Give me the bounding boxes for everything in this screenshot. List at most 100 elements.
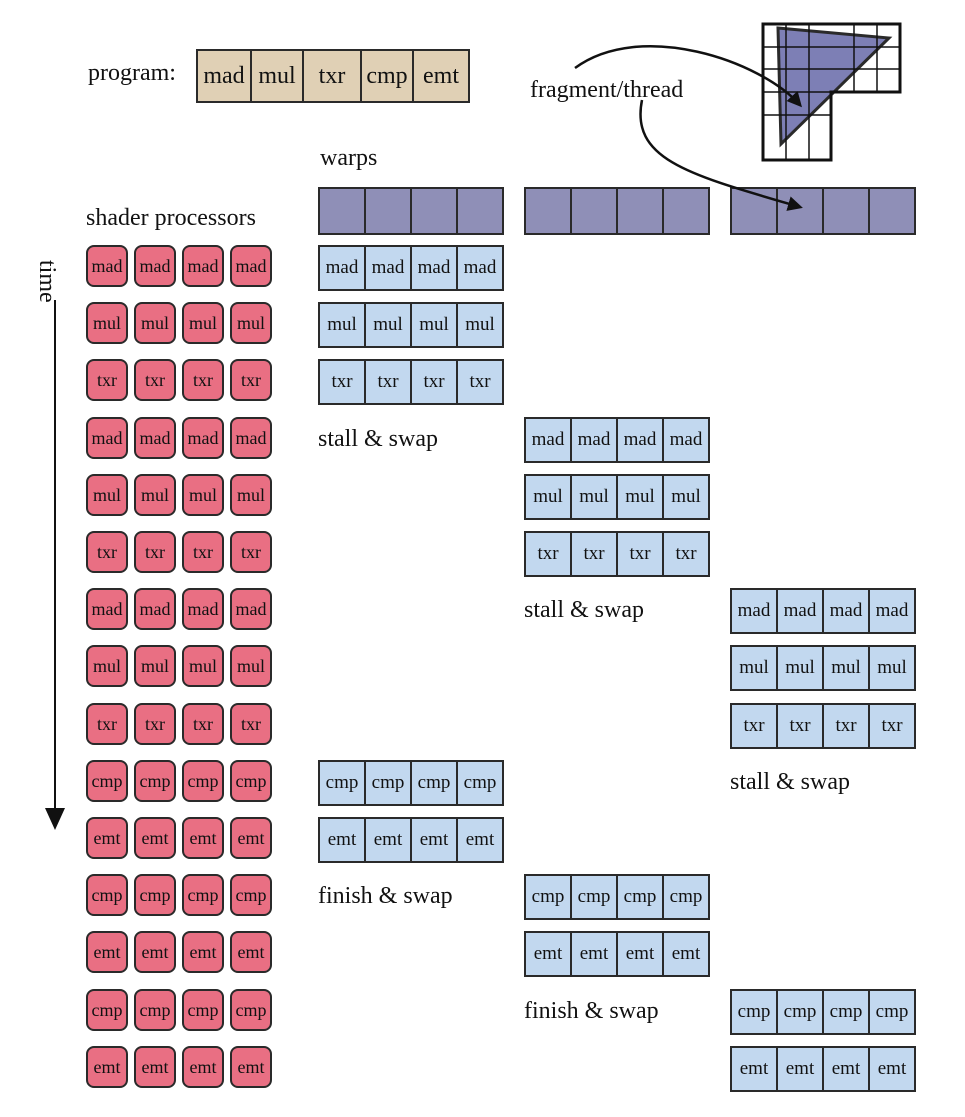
shader-processor: cmp [230, 759, 272, 802]
thread-instruction-cell: mul [671, 485, 701, 507]
shader-processor: emt [182, 817, 224, 859]
shader-processor: cmp [134, 759, 176, 802]
shader-processor: txr [86, 531, 128, 573]
thread-instruction-cell: cmp [618, 876, 664, 919]
shader-processor: cmp [86, 874, 128, 917]
thread-instruction-cell: mul [320, 304, 366, 347]
swap-event-label: finish & swap [524, 997, 659, 1024]
warps-label: warps [320, 145, 378, 171]
thread-instruction-cell: txr [469, 371, 491, 393]
thread-instruction-cell: emt [877, 1057, 907, 1079]
triangle-shape [776, 26, 893, 148]
shader-processor: emt [230, 931, 272, 974]
shader-processor: emt [230, 1045, 272, 1088]
shader-processor: cmp [182, 988, 224, 1031]
shader-processor: cmp [86, 759, 128, 802]
fragment-thread-label: fragment/thread [530, 77, 684, 103]
swap-event-label: stall & swap [318, 425, 438, 452]
thread-instruction-cell: cmp [778, 990, 824, 1033]
pixel-grid-with-triangle [761, 22, 902, 162]
fragment-to-pixel-arrow [574, 45, 802, 108]
warp-thread-cell [778, 189, 824, 233]
thread-instruction-cell: txr [366, 361, 412, 404]
shader-processor: mul [182, 645, 224, 688]
fragment-to-thread-arrow [639, 99, 803, 211]
shader-processor: mul [134, 645, 176, 688]
shader-processor: mul [134, 302, 176, 345]
shader-processor: txr [134, 702, 176, 745]
program-op-cell: mad [198, 51, 252, 101]
thread-instruction-cell: mul [366, 304, 412, 347]
shader-processor: mul [86, 473, 128, 516]
shader-processor: cmp [230, 988, 272, 1031]
shader-processor: emt [182, 931, 224, 974]
warp-thread-cell [618, 189, 664, 233]
thread-instruction-cell: cmp [669, 886, 703, 908]
shader-processor: mad [182, 245, 224, 287]
thread-instruction-cell: mad [618, 418, 664, 461]
thread-instruction-cell: emt [526, 933, 572, 976]
shader-processor: emt [182, 1045, 224, 1088]
shader-processor: emt [134, 817, 176, 859]
thread-instruction-cell: mad [412, 247, 458, 289]
thread-instruction-cell: cmp [366, 761, 412, 804]
shader-processor: txr [134, 531, 176, 573]
thread-instruction-cell: cmp [824, 990, 870, 1033]
shader-processor: mad [230, 416, 272, 459]
warp-thread-cell [732, 189, 778, 233]
shader-processor: emt [134, 1045, 176, 1088]
shader-processor: mad [182, 588, 224, 631]
shader-processor: txr [182, 702, 224, 745]
shader-processor: emt [230, 817, 272, 859]
swap-event-label: stall & swap [524, 597, 644, 624]
thread-instruction-cell: mul [465, 314, 495, 336]
warp-thread-cell [320, 189, 366, 233]
shader-processor: mad [134, 588, 176, 631]
thread-instruction-cell: cmp [463, 771, 497, 793]
shader-processor: mad [134, 245, 176, 287]
shader-processor: mad [230, 588, 272, 631]
program-op-cell: emt [423, 63, 459, 89]
shader-processor: cmp [86, 988, 128, 1031]
shader-processor: txr [86, 359, 128, 402]
shader-processor: mul [182, 302, 224, 345]
shader-processor: mul [182, 473, 224, 516]
warp-2 [524, 187, 710, 235]
thread-instruction-cell: txr [572, 533, 618, 575]
thread-instruction-cell: mul [526, 475, 572, 518]
thread-instruction-cell: mul [732, 647, 778, 690]
shader-processor: cmp [230, 874, 272, 917]
shader-processor: mul [230, 645, 272, 688]
program-label: program: [88, 60, 176, 86]
warp-thread-cell [572, 189, 618, 233]
thread-instruction-cell: emt [366, 819, 412, 861]
swap-event-label: finish & swap [318, 883, 453, 910]
thread-instruction-cell: txr [778, 704, 824, 747]
thread-instruction-cell: emt [824, 1047, 870, 1090]
thread-instruction-cell: emt [732, 1047, 778, 1090]
thread-instruction-cell: txr [824, 704, 870, 747]
program-op-cell: cmp [362, 51, 414, 101]
thread-instruction-cell: mul [778, 647, 824, 690]
shader-processor: cmp [182, 759, 224, 802]
thread-instruction-cell: mad [572, 418, 618, 461]
shader-processor: mul [86, 645, 128, 688]
thread-instruction-cell: emt [320, 819, 366, 861]
thread-instruction-cell: mul [824, 647, 870, 690]
thread-instruction-cell: emt [671, 943, 701, 965]
